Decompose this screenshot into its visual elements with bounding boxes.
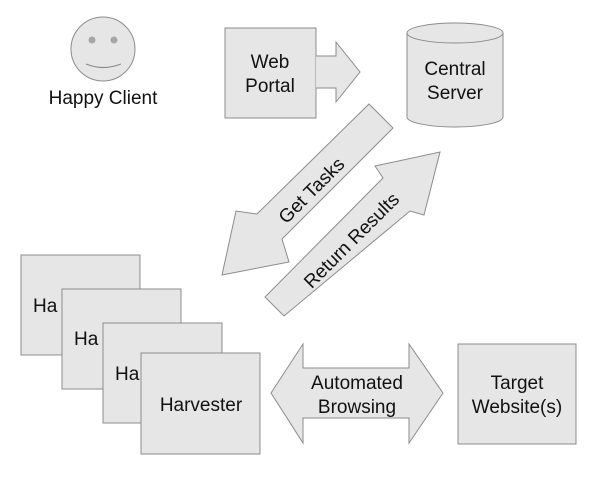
harvester-label: Ha — [74, 329, 99, 350]
database-cylinder-icon — [406, 22, 504, 128]
web-portal-label-line1: Web — [251, 52, 290, 73]
automated-browsing-line1: Automated — [311, 373, 403, 394]
harvester-stack: Ha Ha Ha Harvester — [20, 254, 261, 455]
happy-client: Happy Client — [49, 16, 158, 109]
portal-to-server-arrow — [316, 40, 361, 104]
target-websites: Target Website(s) — [457, 343, 577, 445]
harvester-front-box — [140, 352, 261, 455]
harvester-label: Ha — [115, 364, 140, 385]
smiley-face-icon — [70, 16, 136, 82]
harvester-front-label: Harvester — [160, 395, 243, 416]
web-portal: Web Portal — [224, 27, 317, 119]
server-label-line1: Central — [424, 59, 485, 80]
return-results-arrow: Return Results — [264, 151, 441, 317]
central-server: Central Server — [406, 22, 504, 128]
client-label: Happy Client — [49, 88, 158, 109]
target-label-line1: Target — [491, 373, 545, 394]
server-label-line2: Server — [427, 83, 484, 104]
automated-browsing-line2: Browsing — [318, 397, 396, 418]
target-label-line2: Website(s) — [472, 397, 562, 418]
automated-browsing-arrow: Automated Browsing — [270, 342, 444, 445]
web-portal-label-line2: Portal — [245, 76, 295, 97]
harvester-label: Ha — [33, 296, 58, 317]
get-tasks-arrow: Get Tasks — [221, 103, 394, 276]
